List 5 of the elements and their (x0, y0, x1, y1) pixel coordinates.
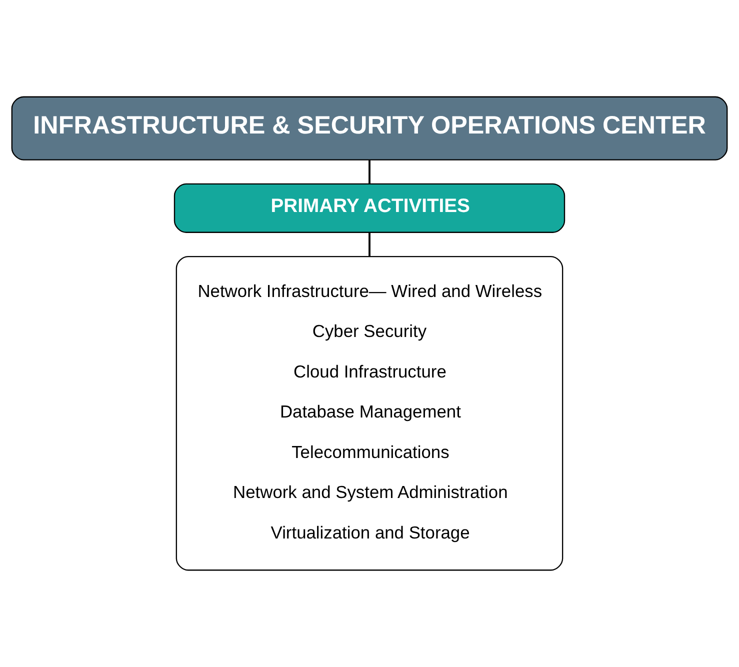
node-box: Network Infrastructure— Wired and Wireless Cyber Security Cloud Infrastructure Database Management Telecommunications Network and System Administration Virtualization and Storage (176, 256, 564, 571)
node-box: PRIMARY ACTIVITIES (174, 183, 566, 233)
connector (368, 160, 370, 184)
node-box: INFRASTRUCTURE & SECURITY OPERATIONS CENTER (11, 96, 728, 160)
connector (368, 232, 370, 256)
